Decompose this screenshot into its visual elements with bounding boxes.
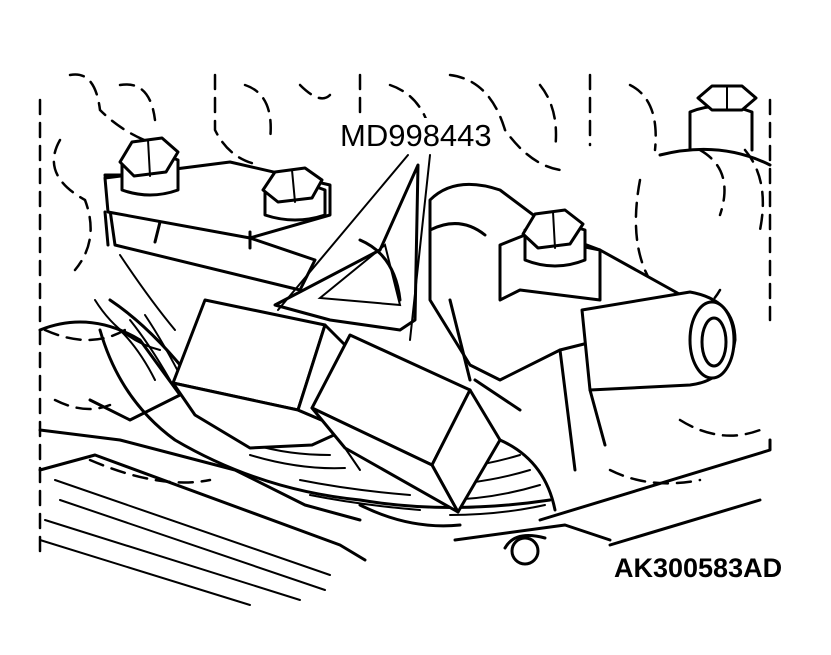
tool-left-block [171,298,347,450]
bolt-left-1 [118,136,180,197]
tool-right-block [310,333,502,514]
tool-part-number-label: MD998443 [337,118,495,154]
label-leader-lines [277,154,431,341]
bolt-right [521,208,587,268]
bolt-top-right [658,84,772,167]
figure-code-label: AK300583AD [614,553,783,583]
tool-center-plate [273,163,420,332]
right-bearing-cap [428,182,737,472]
lower-block [38,320,772,606]
bolt-left-2 [261,166,327,222]
